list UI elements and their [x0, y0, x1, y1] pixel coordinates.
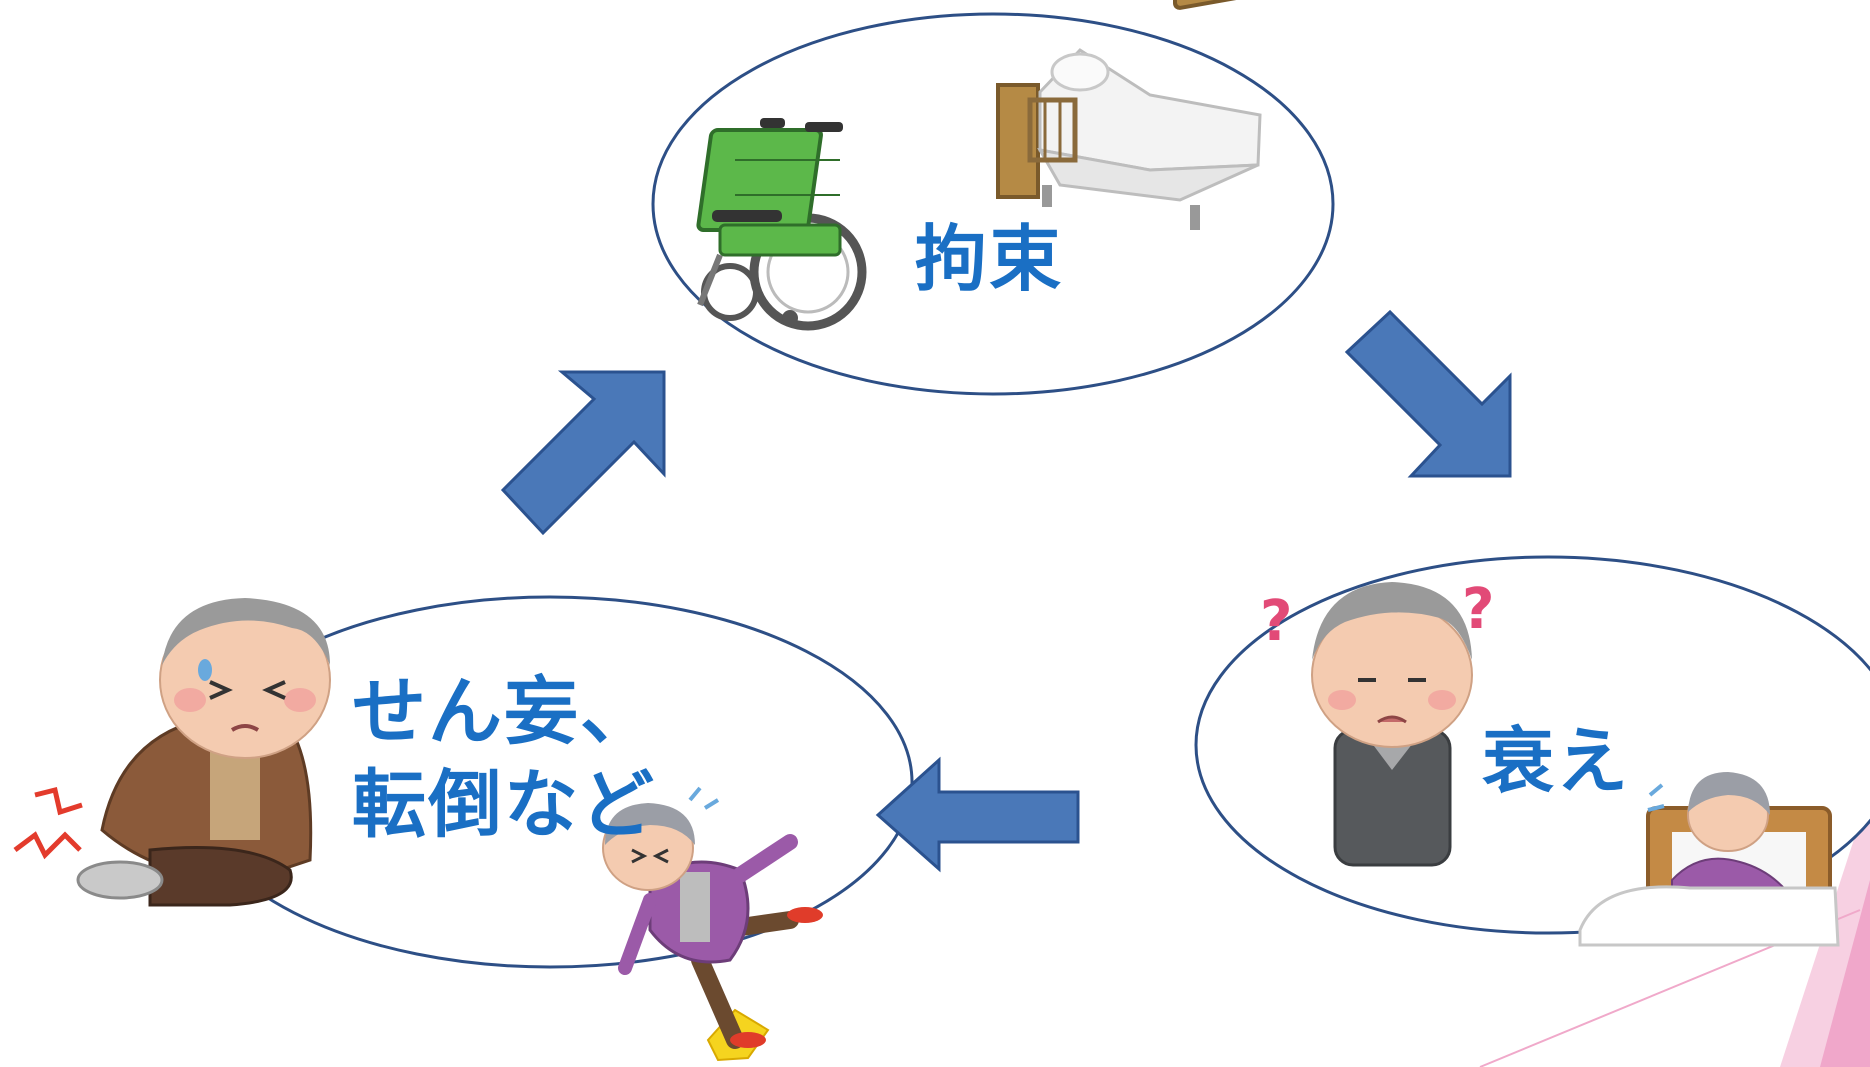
arrow-down-right — [1344, 309, 1512, 478]
question-mark-icon: ? — [1462, 577, 1494, 642]
arrow-left — [875, 756, 1080, 873]
pain-zigzag-icon — [13, 786, 83, 860]
arrow-up-right — [500, 370, 666, 536]
decline-label: 衰え — [1482, 719, 1631, 803]
question-mark-icon: ? — [1260, 589, 1292, 654]
elderly-man-leg-pain-icon — [76, 598, 331, 907]
restraint-label: 拘束 — [915, 217, 1064, 301]
elderly-woman-falling-icon — [602, 786, 823, 1062]
delirium-label-line1: せん妄、 — [352, 669, 656, 755]
confused-elderly-man-icon — [1311, 582, 1473, 867]
wheelchair-icon — [696, 118, 867, 331]
elderly-woman-in-bed-icon — [1578, 772, 1840, 947]
care-bed-icon — [996, 0, 1270, 230]
delirium-label-line2: 転倒など — [352, 762, 656, 848]
